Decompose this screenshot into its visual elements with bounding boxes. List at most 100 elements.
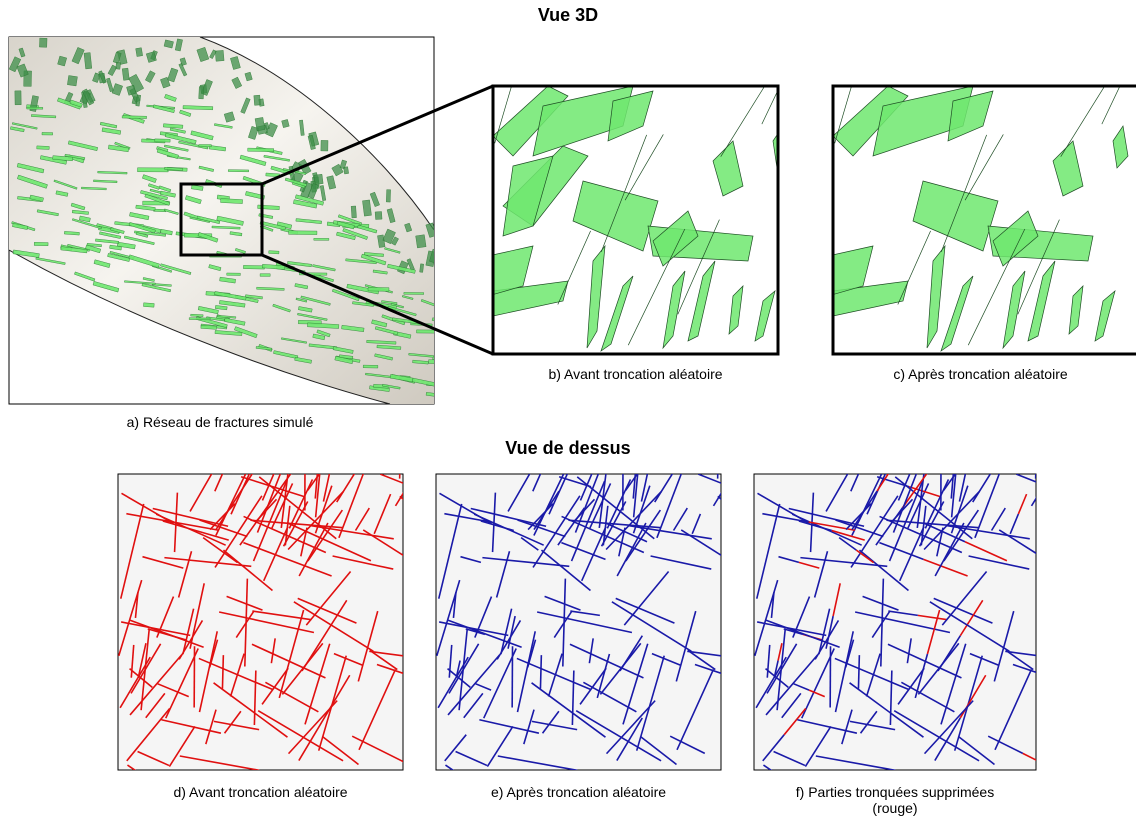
fracture-trace — [879, 541, 924, 561]
fracture-trace — [465, 628, 486, 636]
fracture-sliver — [145, 51, 157, 63]
fracture-trace — [627, 228, 686, 346]
fracture-sliver — [281, 119, 290, 128]
fracture-sliver — [53, 179, 78, 190]
fracture-trace — [168, 726, 196, 767]
fracture-polygon — [493, 280, 569, 317]
fracture-trace — [226, 595, 263, 611]
fracture-trace — [813, 551, 829, 598]
fracture-trace — [541, 710, 560, 734]
fracture-sliver — [346, 283, 380, 295]
fracture-trace — [712, 492, 721, 507]
fracture-trace — [475, 682, 492, 691]
fracture-trace — [243, 515, 327, 554]
fracture-trace — [179, 755, 260, 770]
fracture-sliver — [208, 264, 222, 271]
fracture-sliver — [341, 324, 365, 332]
fracture-trace — [491, 492, 497, 553]
fracture-sliver — [99, 121, 118, 129]
fracture-trace — [495, 551, 511, 598]
fracture-trace — [221, 655, 225, 689]
fracture-trace — [804, 726, 832, 767]
fracture-trace — [298, 522, 329, 577]
fracture-sliver — [71, 209, 89, 215]
removed-trace — [832, 583, 841, 617]
fracture-trace — [1034, 474, 1036, 479]
fracture-sliver — [152, 104, 175, 113]
fracture-sliver — [234, 326, 258, 339]
fracture-polygon — [947, 90, 994, 142]
fracture-sliver — [124, 280, 156, 285]
fracture-trace — [321, 735, 359, 766]
fracture-trace — [284, 505, 291, 546]
fracture-trace — [762, 512, 809, 523]
fracture-sliver — [128, 222, 156, 234]
fracture-trace — [763, 764, 773, 770]
fracture-sliver — [163, 123, 184, 129]
fracture-sliver — [9, 56, 22, 73]
fracture-trace — [336, 474, 356, 503]
fracture-trace — [596, 653, 611, 699]
fracture-trace — [369, 649, 398, 671]
fracture-trace — [437, 656, 469, 709]
fracture-trace — [766, 644, 771, 678]
fracture-trace — [834, 631, 855, 713]
fracture-trace — [177, 551, 193, 598]
fracture-trace — [500, 608, 513, 655]
fracture-trace — [306, 474, 321, 491]
fracture-sliver — [255, 346, 272, 351]
fracture-sliver — [95, 238, 120, 244]
fracture-polygon — [662, 270, 686, 350]
fracture-sliver — [209, 49, 217, 59]
fracture-sliver — [234, 248, 246, 254]
fracture-trace — [611, 601, 692, 653]
fracture-trace — [755, 656, 787, 709]
fracture-sliver — [384, 247, 401, 254]
fracture-sliver — [128, 254, 160, 269]
fracture-sliver — [164, 144, 189, 152]
fracture-trace — [866, 474, 887, 515]
fracture-sliver — [142, 174, 157, 183]
fracture-trace — [625, 509, 662, 562]
removed-trace — [917, 614, 948, 621]
fracture-sliver — [214, 330, 243, 336]
fracture-sliver — [245, 294, 263, 300]
fracture-trace — [452, 592, 457, 618]
fracture-trace — [126, 708, 171, 762]
fracture-sliver — [240, 97, 251, 114]
fracture-trace — [314, 485, 333, 534]
fracture-trace — [797, 718, 858, 734]
fracture-trace — [924, 479, 950, 529]
fracture-sliver — [363, 252, 384, 257]
fracture-trace — [889, 670, 893, 726]
fracture-sliver — [374, 353, 393, 361]
fracture-sliver — [312, 264, 336, 272]
fracture-polygon — [1068, 285, 1084, 335]
fracture-trace — [825, 474, 849, 512]
fracture-sliver — [374, 326, 399, 335]
fracture-trace — [798, 520, 832, 532]
fracture-sliver — [71, 218, 102, 230]
fracture-sliver — [197, 306, 219, 315]
fracture-trace — [198, 631, 219, 713]
fracture-trace — [605, 700, 656, 755]
fracture-sliver — [262, 264, 286, 270]
fracture-sliver — [167, 67, 179, 83]
fracture-trace — [250, 519, 344, 529]
fracture-sliver — [35, 257, 66, 265]
fracture-trace — [906, 638, 912, 664]
fracture-sliver — [31, 114, 57, 119]
fracture-trace — [455, 750, 488, 767]
fracture-sliver — [352, 301, 374, 307]
zoom-connector-bottom — [261, 253, 494, 356]
fracture-trace — [756, 621, 827, 637]
fracture-sliver — [156, 148, 179, 159]
fracture-sliver — [160, 76, 171, 89]
fracture-trace — [120, 621, 191, 637]
fracture-sliver — [81, 186, 107, 191]
fracture-sliver — [160, 190, 176, 198]
fracture-sliver — [178, 63, 188, 77]
fracture-trace — [532, 495, 581, 568]
fracture-sliver — [229, 231, 243, 237]
